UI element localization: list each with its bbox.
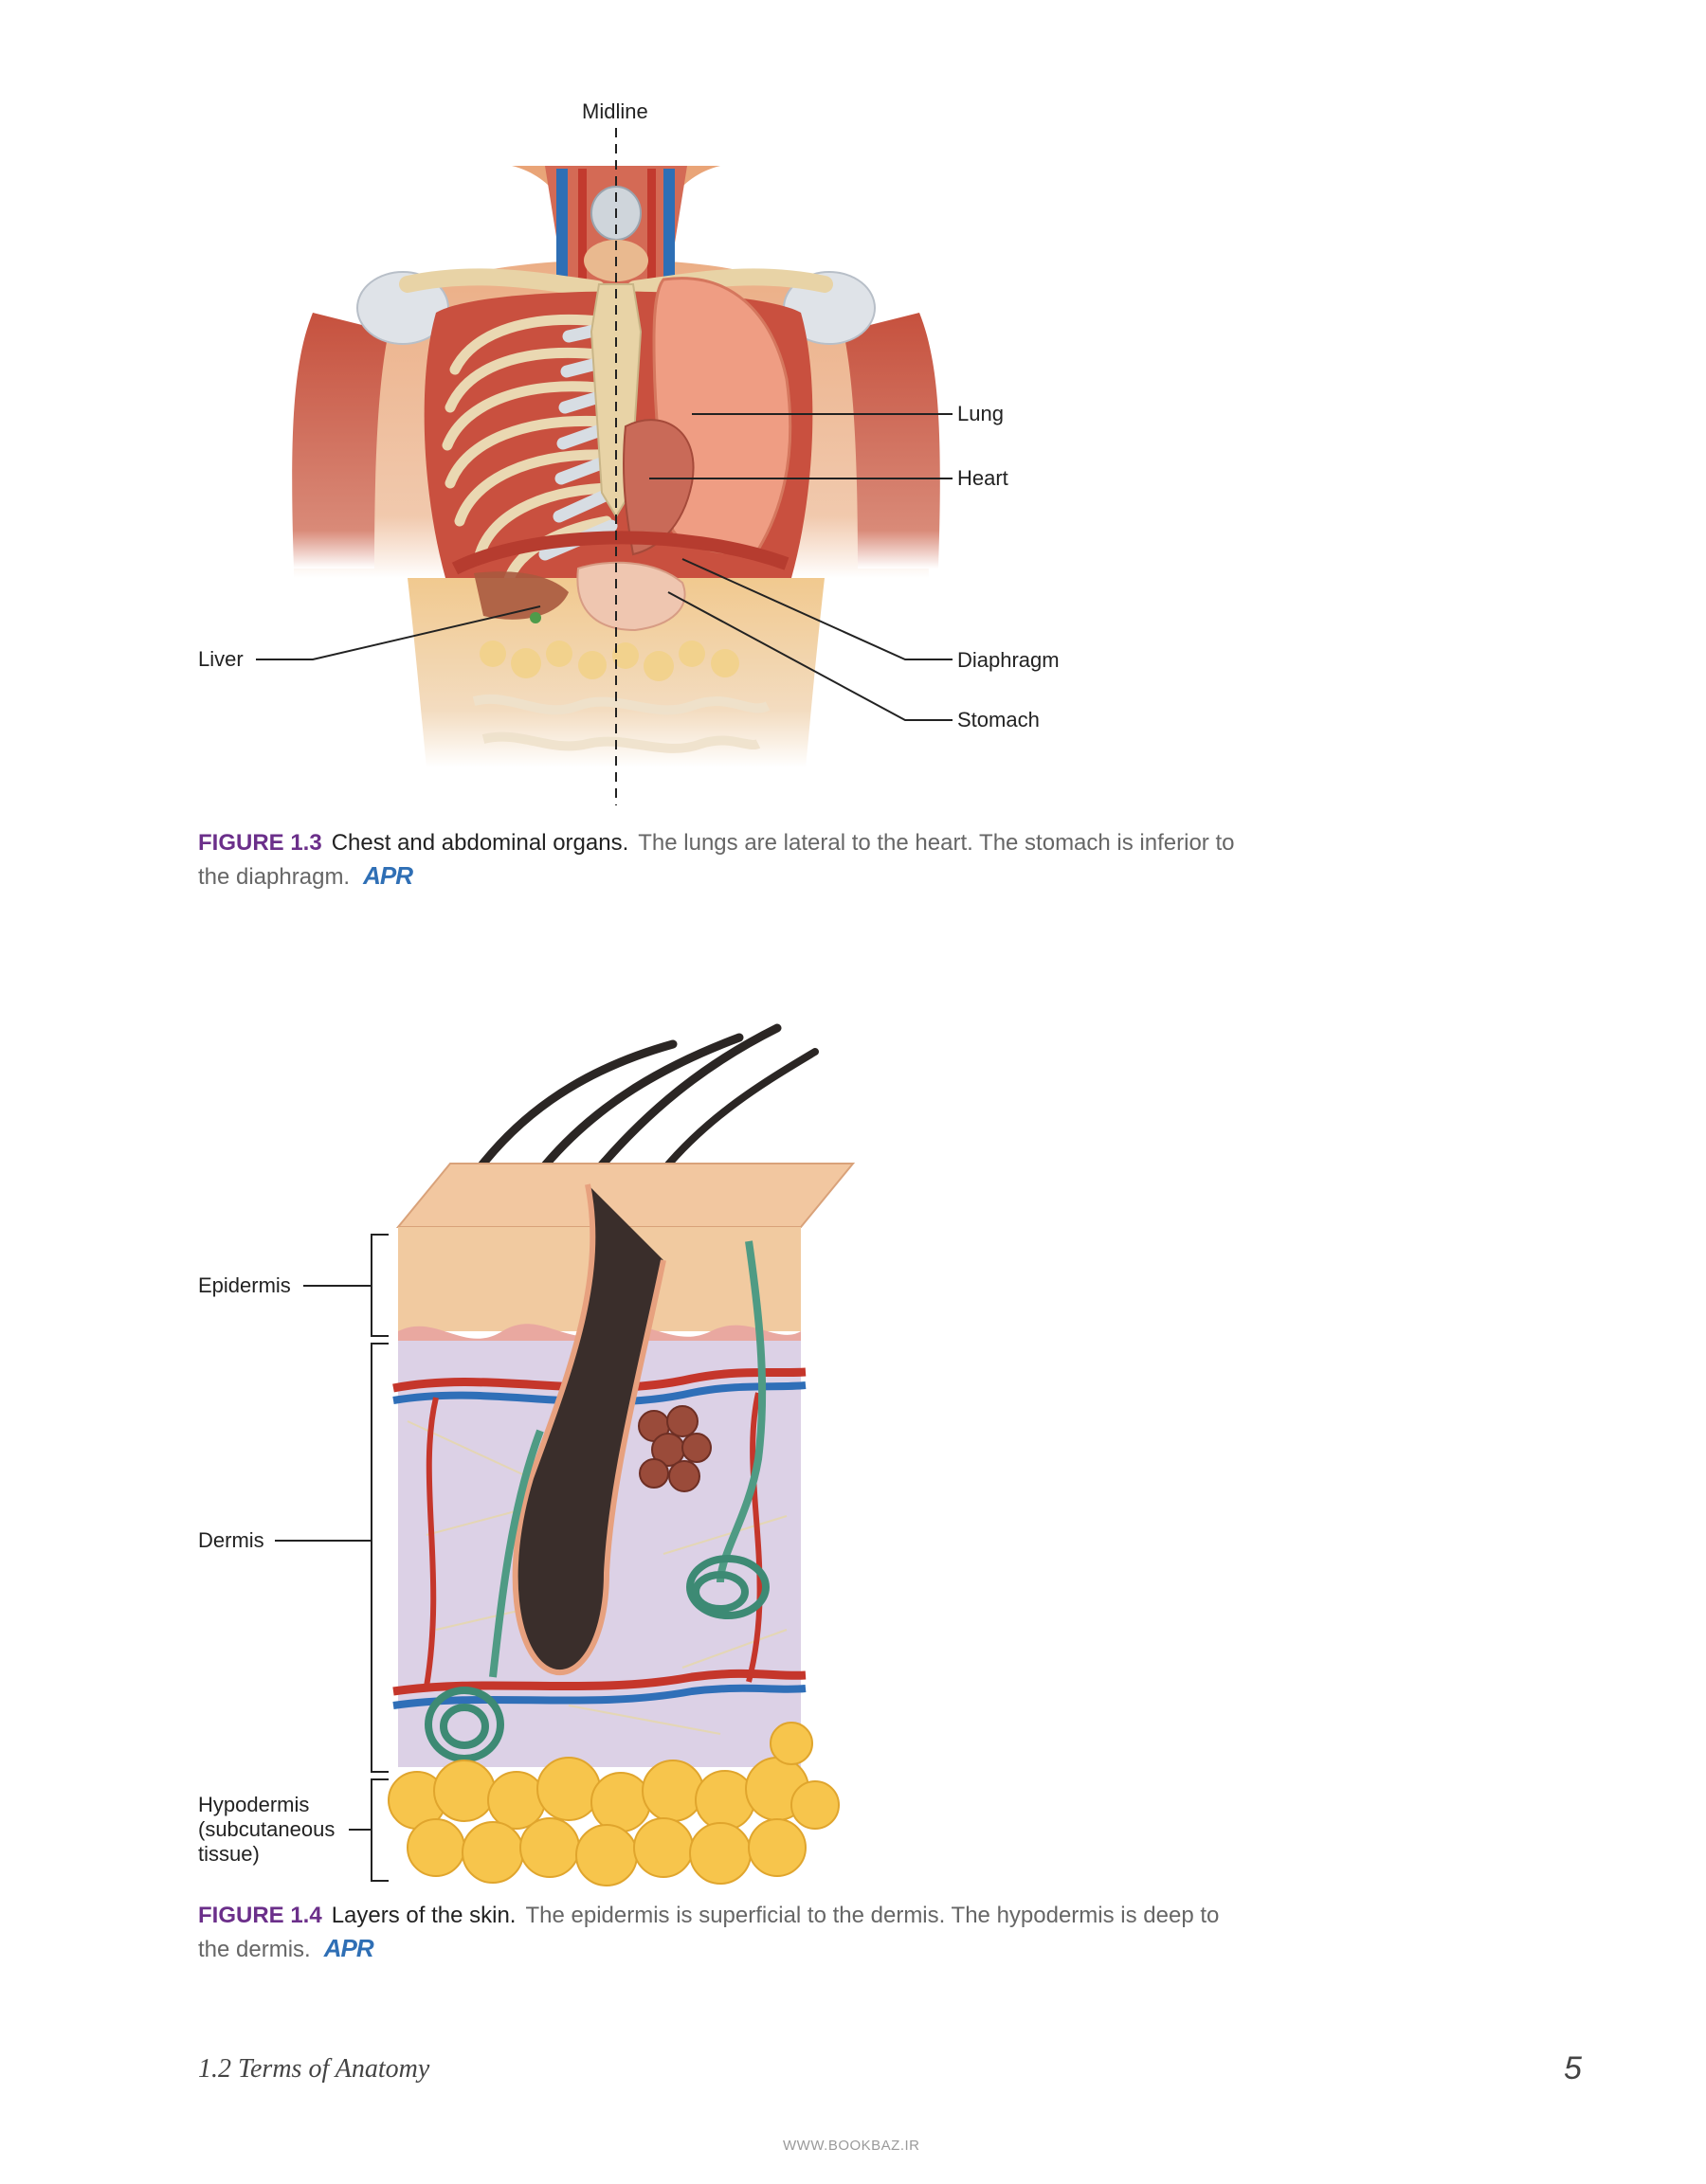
figure-title: Chest and abdominal organs. [331, 830, 629, 856]
figure-text: The epidermis is superficial to the derm… [198, 1903, 1220, 1962]
figure-1-4-caption: FIGURE 1.4 Layers of the skin.The epiderm… [198, 1900, 1241, 1966]
figure-1-3-caption: FIGURE 1.3 Chest and abdominal organs.The… [198, 827, 1241, 893]
lung-label: Lung [957, 402, 1004, 425]
skin-illustration [275, 1023, 856, 1886]
dermis-label: Dermis [198, 1528, 264, 1552]
epidermis-label: Epidermis [198, 1273, 291, 1297]
page-number: 5 [1564, 2050, 1582, 2086]
apr-badge[interactable]: APR [363, 861, 413, 890]
liver-label: Liver [198, 647, 244, 671]
hypodermis-label-line2: (subcutaneous [198, 1817, 336, 1841]
diaphragm-label: Diaphragm [957, 648, 1060, 672]
stomach-label: Stomach [957, 708, 1040, 731]
hypodermis-label-line3: tissue) [198, 1842, 260, 1866]
figure-text: The lungs are lateral to the heart. The … [198, 830, 1235, 890]
section-title: 1.2 Terms of Anatomy [198, 2054, 430, 2084]
midline-label: Midline [582, 99, 648, 123]
figure-number: FIGURE 1.4 [198, 1903, 322, 1928]
watermark: WWW.BOOKBAZ.IR [783, 2138, 920, 2154]
figure-title: Layers of the skin. [331, 1903, 517, 1928]
figure-number: FIGURE 1.3 [198, 830, 322, 856]
apr-badge[interactable]: APR [323, 1934, 374, 1962]
hypodermis-label: Hypodermis (subcutaneous tissue) [198, 1793, 335, 1867]
hypodermis-label-line1: Hypodermis [198, 1793, 310, 1816]
heart-label: Heart [957, 466, 1008, 490]
